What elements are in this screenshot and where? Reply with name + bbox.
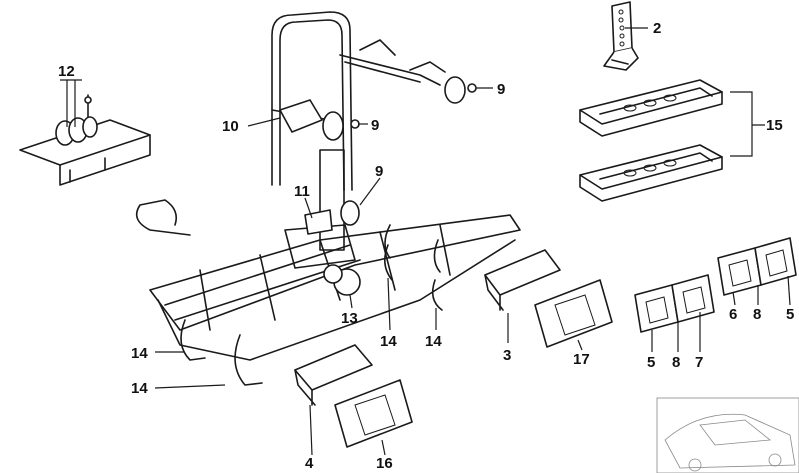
wheel-holders-part: [579, 79, 723, 202]
callout-4: 4: [305, 455, 314, 472]
clamp-detail-part: [19, 94, 151, 186]
leader-lines: [60, 27, 791, 456]
light-frames-part: [294, 249, 561, 406]
callout-labels: 2 12 9 9 10 15 9 11 13 14 14 14 14 3 17 …: [58, 20, 794, 472]
callout-14-right: 14: [425, 333, 442, 350]
reflector-blocks-part: [634, 237, 797, 333]
callout-11: 11: [294, 183, 310, 200]
callout-15: 15: [766, 117, 783, 134]
straps-part: [180, 224, 443, 386]
callout-14-left-lower: 14: [131, 380, 148, 397]
tail-lamps-part: [334, 279, 613, 448]
callout-5-left: 5: [647, 354, 655, 371]
callout-17: 17: [573, 351, 590, 368]
callout-10: 10: [222, 118, 239, 135]
callout-7: 7: [695, 354, 703, 371]
callout-14-left-upper: 14: [131, 345, 148, 362]
callout-14-middle: 14: [380, 333, 397, 350]
callout-2: 2: [653, 20, 661, 37]
callout-8-left: 8: [672, 354, 680, 371]
vehicle-thumbnail: [656, 397, 799, 473]
callout-9-middle: 9: [371, 117, 379, 134]
callout-13: 13: [341, 310, 358, 327]
callout-9-top: 9: [497, 81, 505, 98]
callout-6: 6: [729, 306, 737, 323]
callout-3: 3: [503, 347, 511, 364]
callout-9-lower: 9: [375, 163, 383, 180]
callout-5-right: 5: [786, 306, 794, 323]
callout-16: 16: [376, 455, 393, 472]
plate-part: [603, 1, 639, 71]
callout-12: 12: [58, 63, 75, 80]
callout-8-right: 8: [753, 306, 761, 323]
bike-carrier-part: [135, 11, 521, 361]
